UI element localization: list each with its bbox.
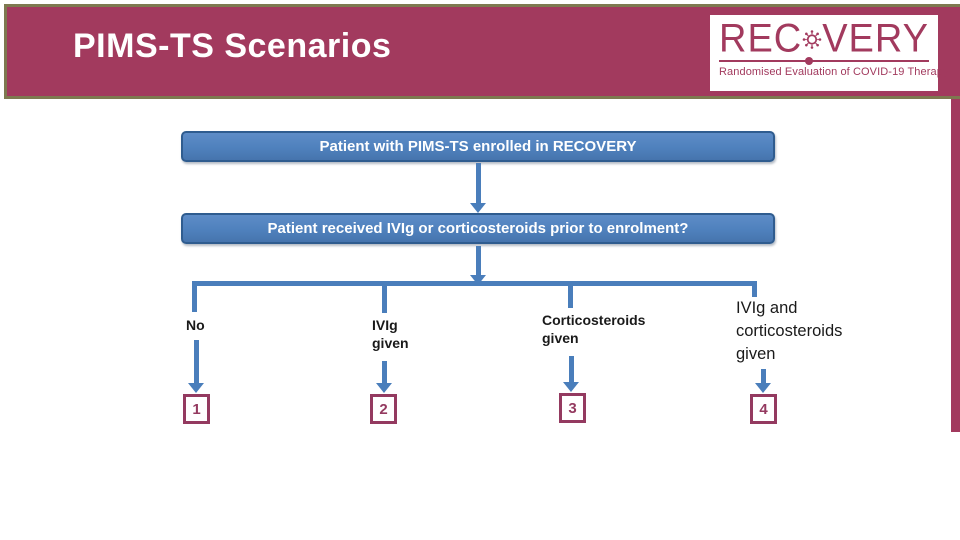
logo-divider xyxy=(719,57,929,65)
flow-box-question: Patient received IVIg or corticosteroids… xyxy=(181,213,775,244)
connector-arrow-question-to-rail xyxy=(470,246,486,285)
outcome-box-1: 1 xyxy=(183,394,210,424)
branch-arrow-1 xyxy=(188,340,204,393)
logo-divider-dot xyxy=(805,57,814,65)
branch-rail xyxy=(192,281,757,286)
branch-label-corticosteroids: Corticosteroids given xyxy=(542,312,646,346)
logo-tagline: Randomised Evaluation of COVID-19 Therap… xyxy=(719,66,949,78)
slide-header: PIMS-TS Scenarios REC xyxy=(4,4,960,99)
virus-icon xyxy=(802,29,822,49)
branch-label-no: No xyxy=(186,317,205,333)
branch-stub-1 xyxy=(192,281,197,312)
branch-stub-3 xyxy=(568,281,573,308)
flow-box-enrolled: Patient with PIMS-TS enrolled in RECOVER… xyxy=(181,131,775,162)
branch-label-ivig: IVIg given xyxy=(372,317,409,351)
outcome-box-3: 3 xyxy=(559,393,586,423)
logo-text-left: REC xyxy=(719,16,803,62)
branch-arrow-2 xyxy=(376,361,392,393)
branch-stub-2 xyxy=(382,281,387,313)
branch-arrow-4 xyxy=(755,369,771,393)
branch-stub-4 xyxy=(752,281,757,297)
logo-text-right: VERY xyxy=(822,16,929,62)
recovery-logo-wordmark: REC xyxy=(719,16,929,62)
right-accent-strip xyxy=(951,99,960,432)
connector-arrow-top-to-question xyxy=(470,163,486,213)
outcome-box-2: 2 xyxy=(370,394,397,424)
outcome-box-4: 4 xyxy=(750,394,777,424)
branch-label-ivig-and-corticosteroids: IVIg and corticosteroids given xyxy=(736,299,843,363)
recovery-logo: REC xyxy=(710,15,949,91)
branch-arrow-3 xyxy=(563,356,579,392)
page-title: PIMS-TS Scenarios xyxy=(73,27,392,65)
